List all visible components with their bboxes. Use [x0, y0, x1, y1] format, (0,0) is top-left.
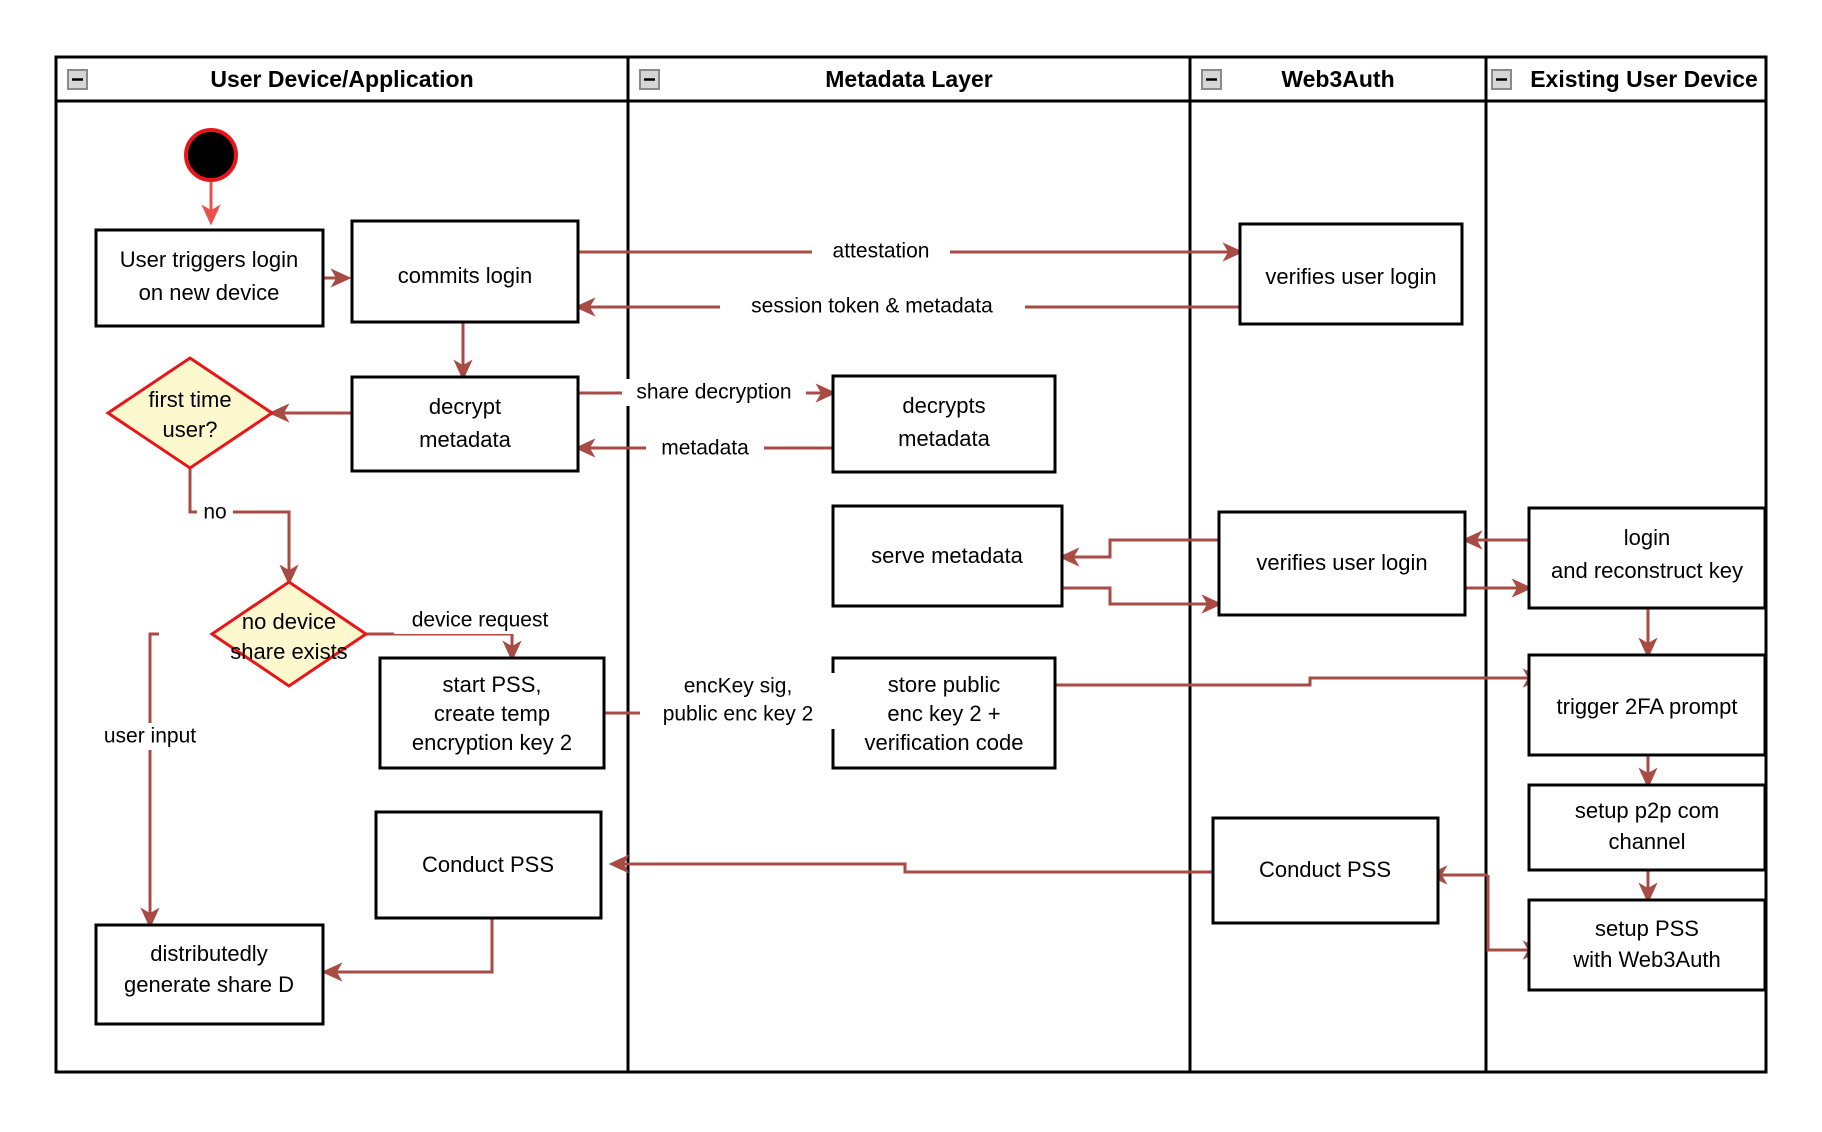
- node-label-trigger-2fa: trigger 2FA prompt: [1557, 694, 1738, 719]
- edge-label-session-token-metadata: session token & metadata: [720, 293, 1025, 320]
- lane-header-web3auth: Web3Auth: [1201, 66, 1395, 92]
- edge-conduct-pss-to-setup-pss: [1486, 875, 1544, 960]
- edge-label-device-request: device request: [394, 607, 566, 634]
- node-label-store-2: enc key 2 +: [887, 701, 1000, 726]
- node-label-verifies-mid: verifies user login: [1256, 550, 1427, 575]
- node-label-no-device-2: share exists: [230, 639, 347, 664]
- collapse-icon-lane-1[interactable]: [67, 69, 88, 90]
- node-label-serve-metadata: serve metadata: [871, 543, 1023, 568]
- node-label-store-1: store public: [888, 672, 1001, 697]
- collapse-icon-lane-3[interactable]: [1201, 69, 1222, 90]
- node-label-setup-pss-2: with Web3Auth: [1572, 947, 1721, 972]
- edge-serve-metadata-to-verifies: [1062, 586, 1223, 614]
- node-label-startpss-2: create temp: [434, 701, 550, 726]
- node-label-setup-pss-1: setup PSS: [1595, 916, 1699, 941]
- node-label-distrib-2: generate share D: [124, 972, 294, 997]
- node-label-conduct-pss-user: Conduct PSS: [422, 852, 554, 877]
- node-label-commits-login: commits login: [398, 263, 532, 288]
- edge-label-share-decryption: share decryption: [622, 379, 806, 406]
- lane-title-web3auth: Web3Auth: [1281, 66, 1394, 92]
- lane-title-existing-device: Existing User Device: [1530, 66, 1758, 92]
- edge-verifies-to-serve-metadata: [1058, 538, 1219, 567]
- node-decrypt-metadata[interactable]: decrypt metadata: [350, 375, 580, 473]
- edge-conduct-pss-to-generate-share-d: [321, 918, 494, 982]
- node-label-setup-p2p-2: channel: [1608, 829, 1685, 854]
- node-label-decrypts-1: decrypts: [902, 393, 985, 418]
- node-label-distrib-1: distributedly: [150, 941, 267, 966]
- node-login-and-reconstruct-key[interactable]: login and reconstruct key: [1527, 506, 1767, 610]
- node-first-time-user[interactable]: first time user?: [105, 356, 275, 470]
- node-distributedly-generate-share-d[interactable]: distributedly generate share D: [94, 923, 325, 1026]
- node-label-first-time-2: user?: [162, 417, 217, 442]
- node-user-triggers-login[interactable]: User triggers login on new device: [94, 228, 325, 328]
- node-label-no-device-1: no device: [242, 609, 336, 634]
- svg-text:device request: device request: [412, 609, 549, 632]
- node-label-startpss-1: start PSS,: [442, 672, 541, 697]
- edge-store-key-to-trigger-2fa: [1055, 668, 1544, 688]
- node-trigger-2fa-prompt[interactable]: trigger 2FA prompt: [1527, 653, 1767, 757]
- start-node: [184, 128, 238, 182]
- edge-label-no: no: [197, 499, 233, 526]
- edge-user-input: [140, 632, 160, 929]
- node-label-line-2: on new device: [139, 280, 280, 305]
- svg-text:attestation: attestation: [833, 240, 930, 263]
- node-setup-pss-with-web3auth[interactable]: setup PSS with Web3Auth: [1527, 898, 1767, 992]
- collapse-icon-lane-2[interactable]: [639, 69, 660, 90]
- svg-text:share decryption: share decryption: [636, 381, 791, 404]
- node-verifies-user-login-top[interactable]: verifies user login: [1238, 222, 1464, 326]
- node-serve-metadata[interactable]: serve metadata: [831, 504, 1064, 608]
- node-label-decrypt-2: metadata: [419, 427, 511, 452]
- node-start-pss-create-temp-key[interactable]: start PSS, create temp encryption key 2: [378, 656, 606, 770]
- collapse-icon-lane-4[interactable]: [1491, 69, 1512, 90]
- node-label-setup-p2p-1: setup p2p com: [1575, 798, 1719, 823]
- edge-label-attestation: attestation: [812, 238, 950, 265]
- svg-text:no: no: [203, 501, 226, 524]
- node-commits-login[interactable]: commits login: [350, 219, 580, 324]
- node-label-verifies-top: verifies user login: [1265, 264, 1436, 289]
- edge-label-user-input: user input: [89, 723, 211, 750]
- node-label-store-3: verification code: [865, 730, 1024, 755]
- node-label-login-recon-2: and reconstruct key: [1551, 558, 1743, 583]
- edge-label-enckey-line-1: encKey sig,: [684, 675, 793, 698]
- node-store-public-enc-key[interactable]: store public enc key 2 + verification co…: [831, 656, 1057, 770]
- node-label-line-1: User triggers login: [120, 247, 299, 272]
- lane-header-existing-device: Existing User Device: [1491, 66, 1758, 92]
- node-verifies-user-login-mid[interactable]: verifies user login: [1217, 510, 1467, 617]
- lane-header-metadata: Metadata Layer: [639, 66, 993, 92]
- node-label-conduct-pss-web3auth: Conduct PSS: [1259, 857, 1391, 882]
- node-label-first-time-1: first time: [148, 387, 231, 412]
- lane-title-metadata: Metadata Layer: [825, 66, 993, 92]
- node-conduct-pss-user[interactable]: Conduct PSS: [374, 810, 603, 920]
- edge-label-enckey-line-2: public enc key 2: [663, 703, 814, 726]
- node-conduct-pss-web3auth[interactable]: Conduct PSS: [1211, 816, 1440, 925]
- node-setup-p2p-com-channel[interactable]: setup p2p com channel: [1527, 783, 1767, 872]
- svg-text:metadata: metadata: [661, 437, 749, 460]
- edge-label-enckey-sig: encKey sig, public enc key 2: [640, 673, 835, 729]
- svg-text:session token & metadata: session token & metadata: [751, 295, 993, 318]
- node-no-device-share-exists[interactable]: no device share exists: [209, 580, 369, 688]
- node-label-login-recon-1: login: [1624, 525, 1670, 550]
- node-label-decrypt-1: decrypt: [429, 394, 501, 419]
- edge-no-branch: [188, 467, 299, 586]
- edge-device-request: [366, 632, 522, 662]
- node-decrypts-metadata[interactable]: decrypts metadata: [831, 374, 1057, 474]
- lane-title-user-device: User Device/Application: [210, 66, 473, 92]
- edge-conduct-pss-web3auth-to-user: [608, 854, 1213, 874]
- edge-label-metadata: metadata: [646, 435, 764, 462]
- node-label-decrypts-2: metadata: [898, 426, 990, 451]
- node-label-startpss-3: encryption key 2: [412, 730, 572, 755]
- lane-header-user-device: User Device/Application: [67, 66, 474, 92]
- svg-text:user input: user input: [104, 725, 196, 748]
